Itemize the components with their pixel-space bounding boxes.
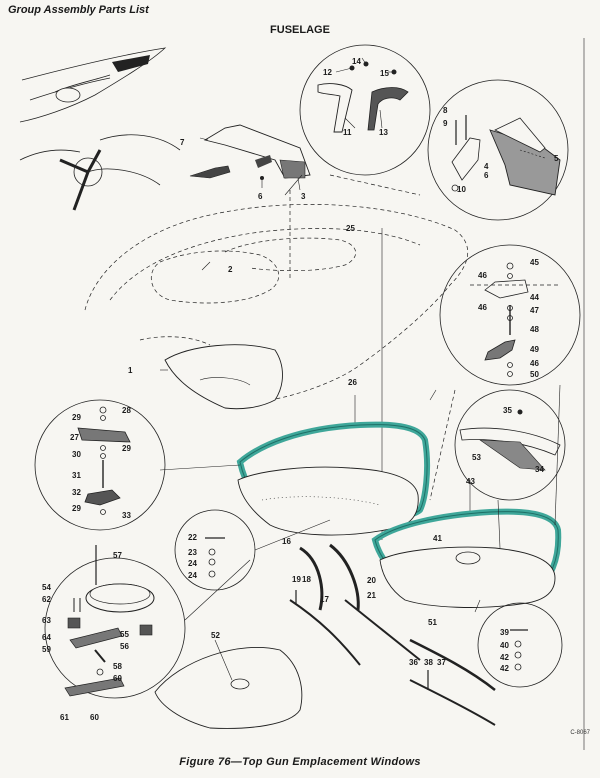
window-frame-26 xyxy=(236,421,431,536)
callout-30: 30 xyxy=(72,450,81,459)
callout-61: 61 xyxy=(60,713,69,722)
callout-6: 6 xyxy=(484,171,489,180)
window-frame-43 xyxy=(371,508,562,608)
callout-3: 3 xyxy=(301,192,306,201)
callout-57: 57 xyxy=(113,551,122,560)
callout-45: 45 xyxy=(530,258,539,267)
callout-8: 8 xyxy=(443,106,448,115)
callout-33: 33 xyxy=(122,511,131,520)
callout-42b: 42 xyxy=(500,664,509,673)
callout-49: 49 xyxy=(530,345,539,354)
callout-16: 16 xyxy=(282,537,291,546)
callout-11: 11 xyxy=(343,128,352,137)
callout-47: 47 xyxy=(530,306,539,315)
circle-leaders xyxy=(159,384,561,621)
callout-4: 4 xyxy=(484,162,489,171)
callout-17: 17 xyxy=(320,595,329,604)
callout-64: 64 xyxy=(42,633,51,642)
detail-circle-hardware-right xyxy=(477,602,563,688)
callout-46: 46 xyxy=(478,271,487,280)
callout-46b: 46 xyxy=(478,303,487,312)
callout-labels: 1 2 3 4 5 6 6 7 8 9 10 11 12 13 14 15 16… xyxy=(42,57,559,722)
detail-circle-hardware xyxy=(174,509,256,591)
figure-code: C-8067 xyxy=(570,730,590,736)
callout-34: 34 xyxy=(535,465,544,474)
detail-circle-left-mid xyxy=(34,399,166,531)
callout-23: 23 xyxy=(188,548,197,557)
panel-52 xyxy=(154,639,303,729)
callout-25: 25 xyxy=(346,224,355,233)
callout-26: 26 xyxy=(348,378,357,387)
callout-29: 29 xyxy=(72,413,81,422)
callout-31: 31 xyxy=(72,471,81,480)
callout-63: 63 xyxy=(42,616,51,625)
callout-43: 43 xyxy=(466,477,475,486)
callout-41: 41 xyxy=(433,534,442,543)
callout-54: 54 xyxy=(42,583,51,592)
callout-50: 50 xyxy=(530,370,539,379)
callout-51: 51 xyxy=(428,618,437,627)
callout-19: 19 xyxy=(292,575,301,584)
callout-35: 35 xyxy=(503,406,512,415)
callout-5: 5 xyxy=(554,154,559,163)
callout-1: 1 xyxy=(128,366,133,375)
page-title: FUSELAGE xyxy=(270,24,330,36)
callout-24b: 24 xyxy=(188,571,197,580)
callout-27: 27 xyxy=(70,433,79,442)
callout-15: 15 xyxy=(380,69,389,78)
detail-circle-top xyxy=(299,44,431,176)
callout-18: 18 xyxy=(302,575,311,584)
detail-circle-right-low xyxy=(454,389,566,501)
detail-circle-lower-left xyxy=(44,545,186,699)
callout-22: 22 xyxy=(188,533,197,542)
callout-59: 59 xyxy=(42,645,51,654)
retaining-strips xyxy=(289,543,496,726)
window-panel-1 xyxy=(164,344,283,410)
callout-38: 38 xyxy=(424,658,433,667)
callout-39: 39 xyxy=(500,628,509,637)
callout-48: 48 xyxy=(530,325,539,334)
figure-caption: Figure 76—Top Gun Emplacement Windows xyxy=(179,756,421,768)
callout-42: 42 xyxy=(500,653,509,662)
callout-53: 53 xyxy=(472,453,481,462)
callout-20: 20 xyxy=(367,576,376,585)
aircraft-sketch xyxy=(19,47,181,211)
callout-40: 40 xyxy=(500,641,509,650)
section-title: Group Assembly Parts List xyxy=(8,4,149,16)
frame-parts-3-7 xyxy=(189,124,311,191)
callout-12: 12 xyxy=(323,68,332,77)
callout-58: 58 xyxy=(113,662,122,671)
callout-21: 21 xyxy=(367,591,376,600)
callout-36: 36 xyxy=(409,658,418,667)
callout-32: 32 xyxy=(72,488,81,497)
callout-52: 52 xyxy=(211,631,220,640)
callout-6b: 6 xyxy=(258,192,263,201)
callout-2: 2 xyxy=(228,265,233,274)
callout-24: 24 xyxy=(188,559,197,568)
callout-29b: 29 xyxy=(122,444,131,453)
callout-7: 7 xyxy=(180,138,185,147)
callout-13: 13 xyxy=(379,128,388,137)
callout-9: 9 xyxy=(443,119,448,128)
callout-37: 37 xyxy=(437,658,446,667)
callout-55: 55 xyxy=(120,630,129,639)
canopy-outline xyxy=(84,204,469,401)
callout-10: 10 xyxy=(457,185,466,194)
detail-circle-right-mid xyxy=(439,244,581,386)
callout-62: 62 xyxy=(42,595,51,604)
callout-60b: 60 xyxy=(90,713,99,722)
callout-56: 56 xyxy=(120,642,129,651)
callout-44: 44 xyxy=(530,293,539,302)
detail-circle-right-top xyxy=(427,79,569,221)
callout-14: 14 xyxy=(352,57,361,66)
callout-29c: 29 xyxy=(72,504,81,513)
callout-60: 60 xyxy=(113,674,122,683)
callout-46c: 46 xyxy=(530,359,539,368)
callout-28: 28 xyxy=(122,406,131,415)
